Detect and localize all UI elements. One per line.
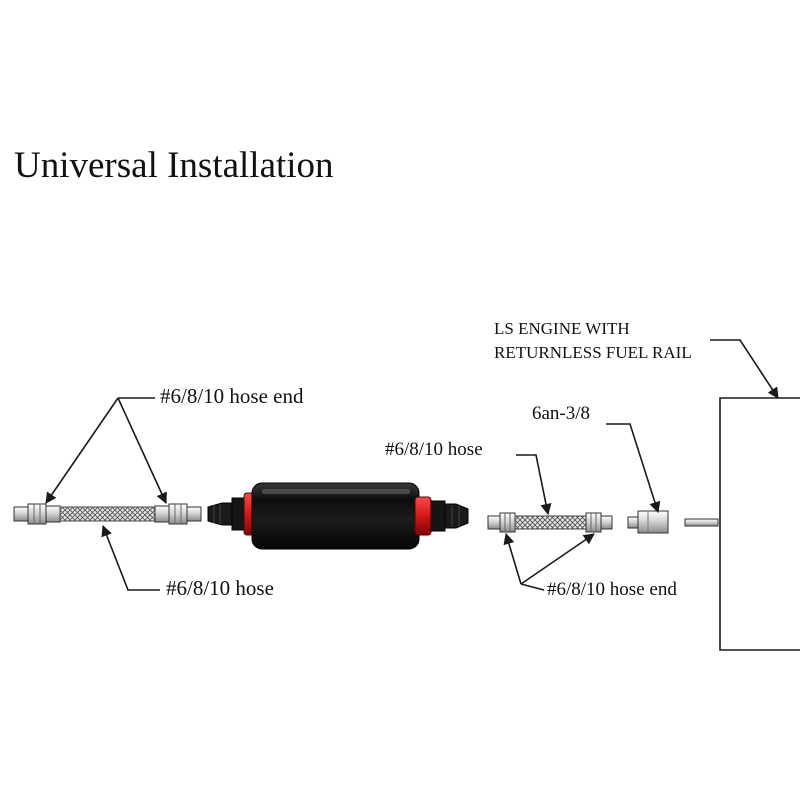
left-hose-end-fitting-a bbox=[13, 503, 61, 525]
right-braided-hose bbox=[514, 515, 587, 530]
left-braided-hose bbox=[59, 506, 156, 522]
engine-block bbox=[719, 397, 800, 651]
page-title: Universal Installation bbox=[14, 145, 334, 186]
arrow-right-hose-end-b bbox=[520, 533, 595, 585]
fuel-filter bbox=[207, 482, 469, 550]
right-hose-assembly bbox=[487, 512, 613, 533]
left-hose-assembly bbox=[13, 503, 202, 525]
label-left-hose-end: #6/8/10 hose end bbox=[160, 384, 304, 408]
label-engine-line1: LS ENGINE WITH bbox=[494, 319, 630, 338]
label-right-hose-end: #6/8/10 hose end bbox=[547, 579, 677, 600]
arrow-right-hose bbox=[516, 454, 552, 516]
arrow-left-hose-end-b bbox=[117, 397, 167, 505]
adapter-fitting bbox=[627, 510, 669, 534]
left-hose-end-fitting-b bbox=[154, 503, 202, 525]
label-engine-line2: RETURNLESS FUEL RAIL bbox=[494, 343, 692, 362]
leader-right-hose-end bbox=[520, 583, 545, 591]
right-hose-end-fitting-b bbox=[585, 512, 613, 533]
label-left-hose: #6/8/10 hose bbox=[166, 576, 274, 600]
arrow-left-hose-end-a bbox=[45, 397, 119, 504]
arrow-engine bbox=[710, 339, 779, 399]
right-hose-end-fitting-a bbox=[487, 512, 516, 533]
arrow-left-hose bbox=[101, 524, 160, 591]
arrow-right-hose-end-a bbox=[503, 532, 522, 585]
label-right-hose: #6/8/10 hose bbox=[385, 439, 483, 460]
fuel-rail-stub bbox=[684, 518, 719, 527]
label-adapter: 6an-3/8 bbox=[532, 403, 590, 424]
arrow-adapter bbox=[606, 423, 661, 514]
